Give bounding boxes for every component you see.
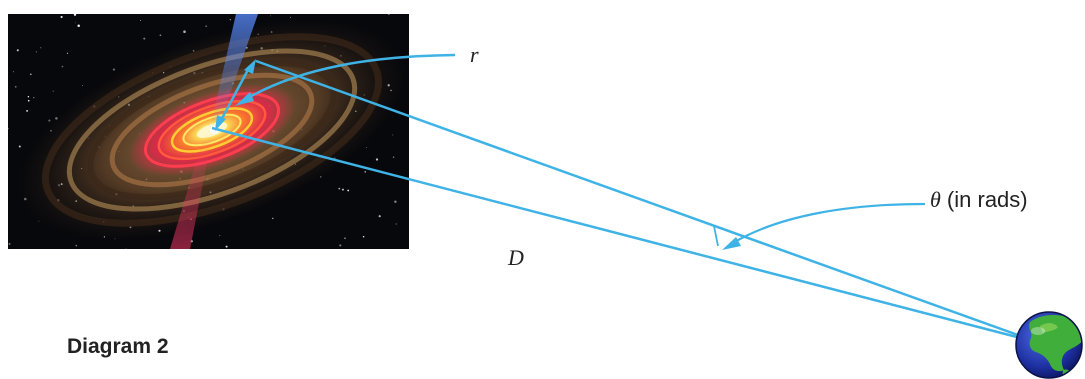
- star: [159, 34, 162, 37]
- galaxy-image: [8, 14, 409, 249]
- sight-lines: [211, 59, 1041, 345]
- star: [289, 16, 292, 18]
- r-leader-arrowhead: [235, 92, 254, 106]
- star: [73, 14, 77, 16]
- angle-label: θ (in rads): [930, 187, 1028, 212]
- star: [48, 119, 51, 122]
- angle-unit: (in rads): [941, 187, 1028, 212]
- star: [75, 22, 77, 24]
- star: [82, 84, 84, 86]
- star: [375, 158, 379, 161]
- star: [366, 147, 367, 149]
- angle-symbol: θ: [930, 187, 941, 212]
- star: [66, 52, 69, 54]
- diagram-caption: Diagram 2: [67, 335, 169, 358]
- star: [378, 215, 381, 218]
- theta-leader-arrowhead: [722, 237, 741, 250]
- radius-arrow-line: [217, 65, 252, 125]
- star: [16, 49, 19, 52]
- star: [205, 25, 207, 27]
- star: [143, 37, 146, 40]
- star: [344, 237, 346, 239]
- radius-arrowheads: [215, 59, 256, 131]
- star: [33, 96, 35, 99]
- star: [395, 223, 397, 225]
- theta-leader-line: [732, 202, 926, 244]
- angle-arc: [713, 225, 719, 247]
- r-leader-line: [245, 53, 456, 101]
- line-to-galaxy-edge: [255, 59, 1041, 345]
- star: [77, 24, 80, 28]
- star: [392, 134, 394, 136]
- star: [35, 51, 37, 53]
- star: [125, 248, 127, 249]
- star: [60, 15, 63, 19]
- star: [18, 145, 21, 148]
- star: [112, 68, 115, 71]
- star: [364, 171, 366, 173]
- star: [392, 156, 395, 158]
- star: [26, 109, 29, 112]
- radius-arrowhead-top: [244, 59, 256, 74]
- star: [341, 188, 344, 191]
- star: [229, 19, 232, 21]
- earth-globe-icon: [1015, 311, 1083, 379]
- star: [27, 95, 30, 98]
- star: [394, 200, 397, 203]
- star: [347, 189, 350, 192]
- line-to-galaxy-center: [211, 126, 1041, 345]
- star: [388, 14, 390, 16]
- star: [225, 245, 228, 248]
- star: [272, 217, 274, 220]
- star: [362, 236, 365, 238]
- star: [338, 187, 341, 190]
- star: [339, 244, 342, 247]
- star: [14, 85, 17, 88]
- star: [8, 127, 9, 130]
- star: [183, 30, 186, 33]
- star: [29, 73, 32, 76]
- star: [219, 235, 221, 237]
- radius-label: r: [470, 42, 479, 67]
- star: [140, 20, 142, 21]
- star: [52, 90, 54, 92]
- star: [75, 244, 78, 247]
- star: [27, 99, 30, 102]
- radius-arrowhead-bottom: [215, 115, 226, 131]
- star: [269, 15, 271, 17]
- star: [8, 242, 11, 245]
- star: [40, 47, 42, 49]
- star: [61, 65, 64, 68]
- star: [12, 71, 14, 73]
- distance-label: D: [507, 245, 524, 270]
